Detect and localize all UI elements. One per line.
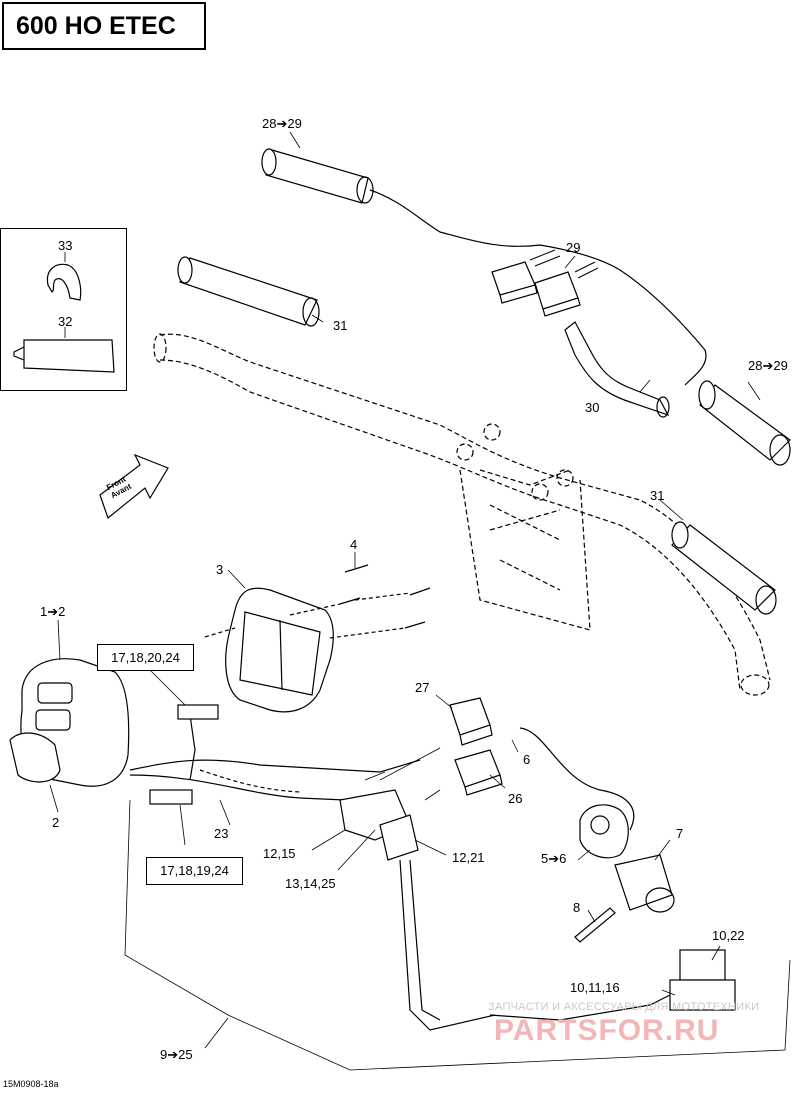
grip-heater-top: [261, 148, 374, 204]
grip-heater-right: [698, 380, 791, 466]
wiring-harness: [129, 714, 421, 801]
callout-23: 23: [214, 826, 229, 841]
callout-27: 27: [415, 680, 430, 695]
callout-4: 4: [350, 537, 358, 552]
grip-31-upper: [177, 256, 320, 327]
callout-9-25: 9➔25: [160, 1047, 193, 1062]
screws-4: [204, 564, 431, 639]
harness-connector-block: [339, 789, 496, 1031]
callout-13-14-25: 13,14,25: [285, 876, 336, 891]
callout-8: 8: [573, 900, 581, 915]
pin-8: [574, 907, 616, 943]
switch-housing-3: [225, 587, 334, 713]
connector-upper: [177, 704, 219, 720]
callout-31-right: 31: [650, 488, 665, 503]
callout-6: 6: [523, 752, 531, 767]
switch-5-6: [579, 804, 629, 859]
part-7: [614, 854, 675, 913]
callout-28-29-right: 28➔29: [748, 358, 788, 373]
connector-26: [454, 749, 503, 796]
callout-29: 29: [566, 240, 581, 255]
callout-10-11-16: 10,11,16: [570, 980, 620, 995]
callout-31-top: 31: [333, 318, 348, 333]
callout-12-21: 12,21: [452, 850, 485, 865]
tube-32-icon: [13, 339, 115, 373]
heater-wire: [369, 189, 707, 386]
switch-assembly: [9, 658, 130, 787]
relay-box: [669, 949, 736, 1011]
connector-lower: [149, 789, 193, 805]
callout-26: 26: [508, 791, 523, 806]
callout-2: 2: [52, 815, 60, 830]
callout-12-15: 12,15: [263, 846, 296, 861]
callout-28-29-top: 28➔29: [262, 116, 302, 131]
front-arrow-icon: [99, 453, 169, 520]
heater-connector-right: [534, 271, 581, 317]
diagram-title: 600 HO ETEC: [2, 2, 206, 50]
grip-31-right: [671, 521, 777, 615]
lever-tube-30: [564, 321, 670, 418]
watermark-text: ЗАПЧАСТИ И АКСЕССУАРЫ ДЛЯ МОТОТЕХНИКИ: [488, 1001, 760, 1013]
handlebar: [153, 333, 771, 696]
handlebar-riser: [456, 423, 591, 631]
watermark-logo: PARTSFOR.RU: [494, 1014, 720, 1047]
callout-33: 33: [58, 238, 73, 253]
callout-1-2: 1➔2: [40, 604, 66, 619]
figure-reference: 15M0908-18a: [3, 1079, 59, 1089]
callout-5-6: 5➔6: [541, 851, 567, 866]
connector-27: [449, 697, 493, 746]
callout-box-lower-connector: 17,18,19,24: [146, 857, 243, 885]
callout-3: 3: [216, 562, 224, 577]
clip-33-icon: [46, 263, 82, 301]
callout-10-22: 10,22: [712, 928, 745, 943]
callout-box-upper-connector: 17,18,20,24: [97, 644, 194, 671]
callout-32: 32: [58, 314, 73, 329]
callout-30: 30: [585, 400, 600, 415]
callout-7: 7: [676, 826, 684, 841]
